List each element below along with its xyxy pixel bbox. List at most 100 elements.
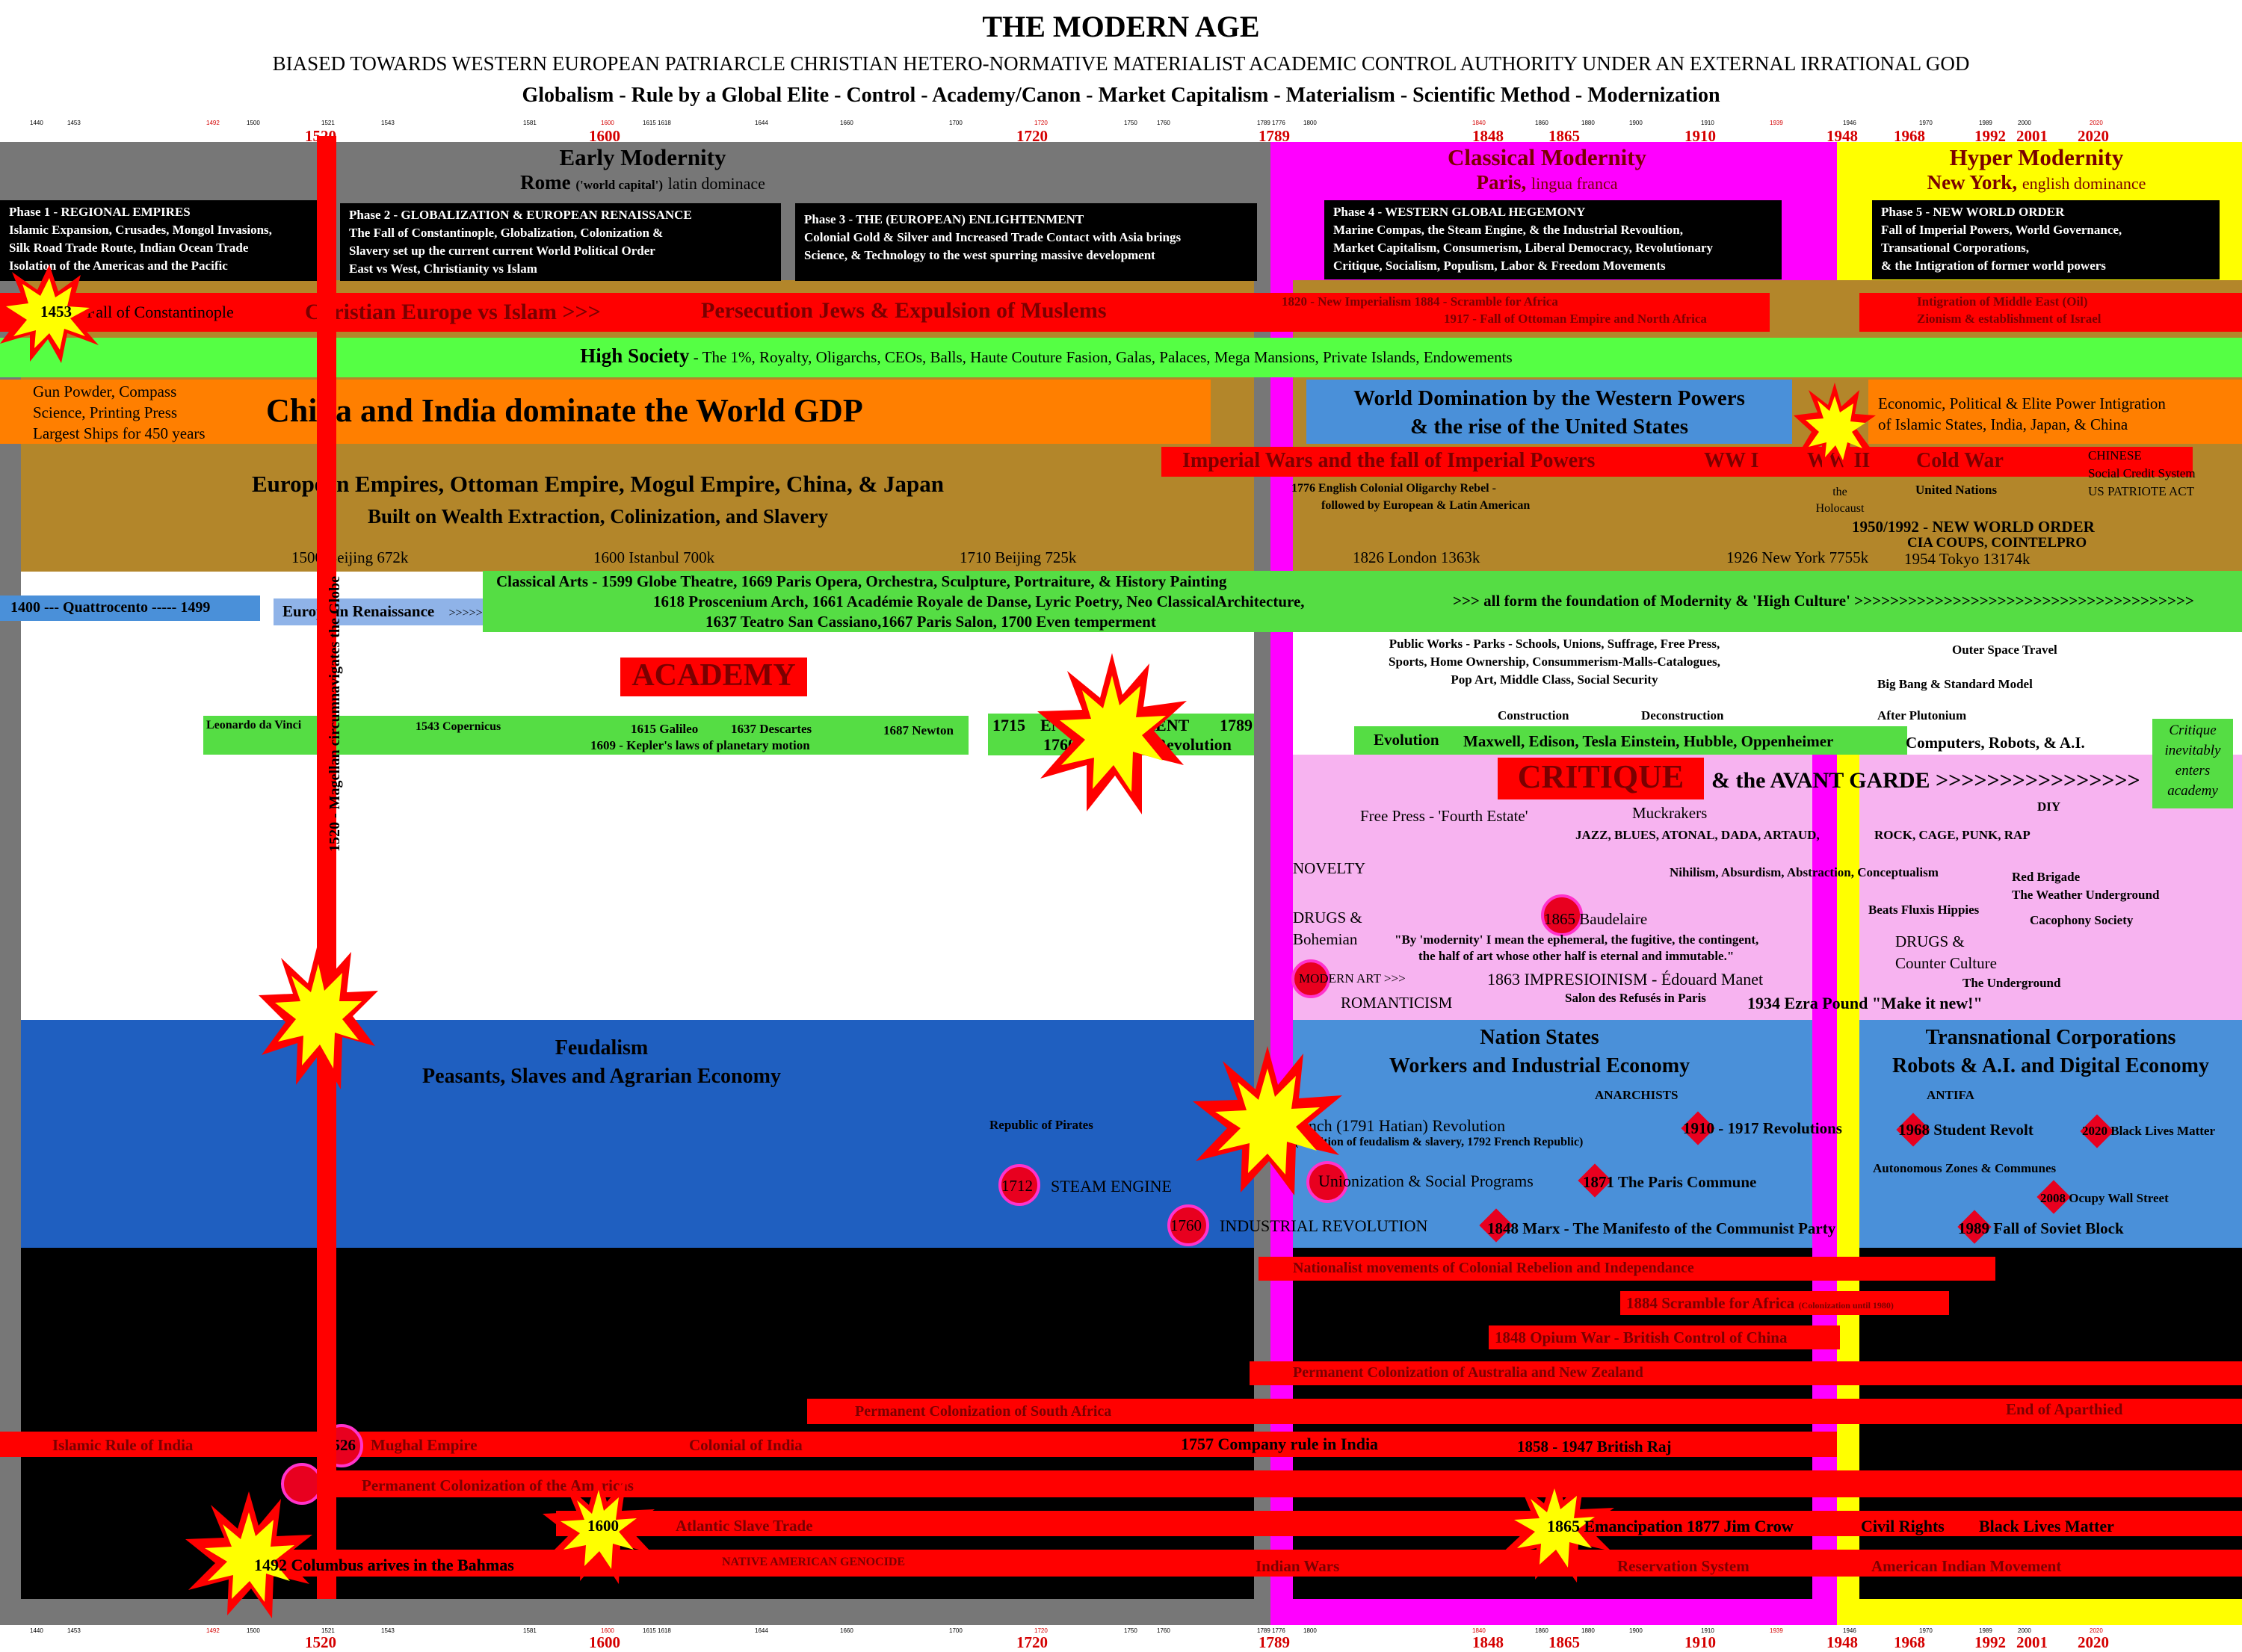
- scramble-bar: [1620, 1291, 1949, 1315]
- western-line: & the rise of the United States: [1409, 415, 1689, 439]
- phase-1-line: Islamic Expansion, Crusades, Mongol Inva…: [9, 223, 272, 237]
- phase-4-title: Phase 4 - WESTERN GLOBAL HEGEMONY: [1333, 205, 1586, 219]
- axis-tick-label: 1440: [30, 120, 43, 126]
- scramble-note: (Colonization until 1980): [1798, 1300, 1894, 1311]
- phase-2-line: Slavery set up the current current World…: [349, 244, 655, 258]
- chinese-line: US PATRIOTE ACT: [2088, 484, 2195, 498]
- chinese-label: CHINESE Social Credit System US PATRIOTE…: [2088, 447, 2196, 501]
- high-society-rest: - The 1%, Royalty, Oligarchs, CEOs, Ball…: [689, 348, 1513, 366]
- foundation-label: >>> all form the foundation of Modernity…: [1453, 592, 2194, 610]
- axis-year-label: 2001: [2016, 1633, 2048, 1651]
- indian-wars-label: Indian Wars: [1256, 1557, 1340, 1575]
- quattrocento-label: 1400 --- Quattrocento ----- 1499: [10, 599, 211, 616]
- phase-5-line: Transational Corporations,: [1881, 241, 2030, 255]
- axis-tick-label: 2000: [2018, 120, 2031, 126]
- city-1500: 1500 Beijing 672k: [291, 548, 409, 566]
- academy-label-box: [620, 658, 807, 696]
- plutonium-label: After Plutonium: [1877, 708, 1967, 723]
- civil-rights-label: Civil Rights: [1861, 1517, 1945, 1535]
- slave-year-overlay: 1600: [587, 1517, 619, 1535]
- feudal-region: [21, 1020, 1254, 1248]
- phase-2-box: Phase 2 - GLOBALIZATION & EUROPEAN RENAI…: [340, 203, 781, 281]
- page-themes: Globalism - Rule by a Global Elite - Con…: [522, 84, 1720, 107]
- axis-year-label: 1948: [1826, 1633, 1858, 1651]
- era-early-sub: Rome ('world capital') latin dominace: [419, 171, 867, 194]
- steam-label: STEAM ENGINE: [1051, 1177, 1172, 1195]
- axis-tick-label: 1860: [1535, 1627, 1548, 1634]
- phase-4-line: Marine Compas, the Steam Engine, & the I…: [1333, 223, 1683, 237]
- city-1710: 1710 Beijing 725k: [960, 548, 1077, 566]
- public-works-line: Pop Art, Middle Class, Social Security: [1451, 672, 1658, 687]
- axis-year-label: 1910: [1684, 127, 1716, 145]
- construction-label: Construction: [1498, 708, 1569, 723]
- city-1600: 1600 Istanbul 700k: [593, 548, 715, 566]
- drugs-bohemian-label: DRUGS & Bohemian: [1293, 907, 1362, 950]
- high-society-label: High Society: [580, 344, 690, 367]
- australia-bar: [1250, 1361, 2242, 1385]
- zionism-label: Zionism & establishment of Israel: [1917, 312, 2102, 326]
- city-1826: 1826 London 1363k: [1353, 548, 1480, 566]
- aim-label: American Indian Movement: [1871, 1557, 2062, 1575]
- nation-label: Nation States Workers and Industrial Eco…: [1315, 1024, 1764, 1080]
- marx-label: 1848 Marx - The Manifesto of the Communi…: [1487, 1219, 1836, 1237]
- occupy-label: 2008 Ocupy Wall Street: [2040, 1191, 2169, 1205]
- transnational-label: Transnational Corporations Robots & A.I.…: [1859, 1024, 2242, 1080]
- industrial-year: 1760: [1170, 1216, 1202, 1234]
- manet-label: 1863 IMPRESIOINISM - Édouard Manet: [1487, 970, 1764, 989]
- feudalism-line: Peasants, Slaves and Agrarian Economy: [422, 1065, 781, 1088]
- axis-tick-label: 1840: [1472, 1627, 1486, 1634]
- axis-tick-label: 1521: [321, 1627, 335, 1634]
- outer-space-label: Outer Space Travel: [1952, 643, 2057, 657]
- axis-tick-label: 1900: [1629, 1627, 1643, 1634]
- era-classical-sub: Paris, lingua franca: [1323, 171, 1771, 194]
- feudalism-label: Feudalism Peasants, Slaves and Agrarian …: [359, 1034, 844, 1091]
- critique-enters-line: enters: [2175, 763, 2211, 779]
- islamic-india-label: Islamic Rule of India: [52, 1436, 194, 1454]
- axis-tick-label: 1720: [1034, 120, 1048, 126]
- modern-art-marker: [1291, 959, 1330, 998]
- genocide-bar: [239, 1550, 2242, 1577]
- academy-region: [21, 572, 1254, 1020]
- ww1-label: WW I: [1704, 449, 1759, 472]
- romanticism-label: ROMANTICISM: [1341, 994, 1453, 1012]
- cold-war-label: Cold War: [1916, 449, 2004, 472]
- drugs-counter-label: DRUGS & Counter Culture: [1895, 931, 1997, 974]
- burst-ww2: [1794, 383, 1876, 472]
- axis-tick-label: 1615 1618: [643, 1627, 671, 1634]
- phase-4-line: Market Capitalism, Consumerism, Liberal …: [1333, 241, 1714, 255]
- axis-tick-label: 1581: [523, 1627, 537, 1634]
- novelty-label: NOVELTY: [1293, 859, 1366, 877]
- western-domination-text: World Domination by the Western Powers &…: [1306, 384, 1792, 441]
- magellan-bar: [317, 136, 336, 1599]
- rebel-line: 1776 English Colonial Oligarchy Rebel -: [1291, 482, 1496, 495]
- axis-tick-label: 1800: [1303, 120, 1317, 126]
- underground-label: The Underground: [1962, 976, 2061, 990]
- burst-1789: [1193, 1046, 1342, 1195]
- opium-label: 1848 Opium War - British Control of Chin…: [1495, 1328, 1788, 1346]
- drugs-counter-line: Counter Culture: [1895, 954, 1997, 972]
- public-works-label: Public Works - Parks - Schools, Unions, …: [1330, 635, 1779, 689]
- transnational-line: Transnational Corporations: [1925, 1026, 2176, 1049]
- chinese-line: CHINESE: [2088, 448, 2142, 463]
- axis-year-label: 1720: [1016, 1633, 1048, 1651]
- cia-label: CIA COUPS, COINTELPRO: [1907, 535, 2087, 551]
- axis-tick-label: 1720: [1034, 1627, 1048, 1634]
- persecution-bar: [0, 293, 1770, 332]
- axis-year-label: 2020: [2078, 127, 2109, 145]
- rock-label: ROCK, CAGE, PUNK, RAP: [1874, 828, 2031, 842]
- axis-tick-label: 1453: [67, 1627, 81, 1634]
- imperialism-label: 1820 - New Imperialism 1884 - Scramble f…: [1282, 294, 1558, 309]
- autonomous-label: Autonomous Zones & Communes: [1873, 1161, 2057, 1175]
- phase-2-line: The Fall of Constantinople, Globalizatio…: [349, 226, 664, 240]
- axis-tick-label: 1900: [1629, 120, 1643, 126]
- axis-tick-label: 1800: [1303, 1627, 1317, 1634]
- axis-tick-label: 1440: [30, 1627, 43, 1634]
- soviet-label: 1989 Fall of Soviet Block: [1958, 1219, 2124, 1237]
- holocaust-label: the Holocaust: [1795, 484, 1885, 517]
- mideast-label: Intigration of Middle East (Oil): [1917, 294, 2088, 309]
- computers-label: Computers, Robots, & A.I.: [1906, 734, 2085, 752]
- axis-tick-label: 1939: [1770, 1627, 1783, 1634]
- kepler-label: 1609 - Kepler's laws of planetary motion: [590, 738, 810, 752]
- burst-1453: [0, 264, 106, 363]
- axis-year-label: 1720: [1016, 127, 1048, 145]
